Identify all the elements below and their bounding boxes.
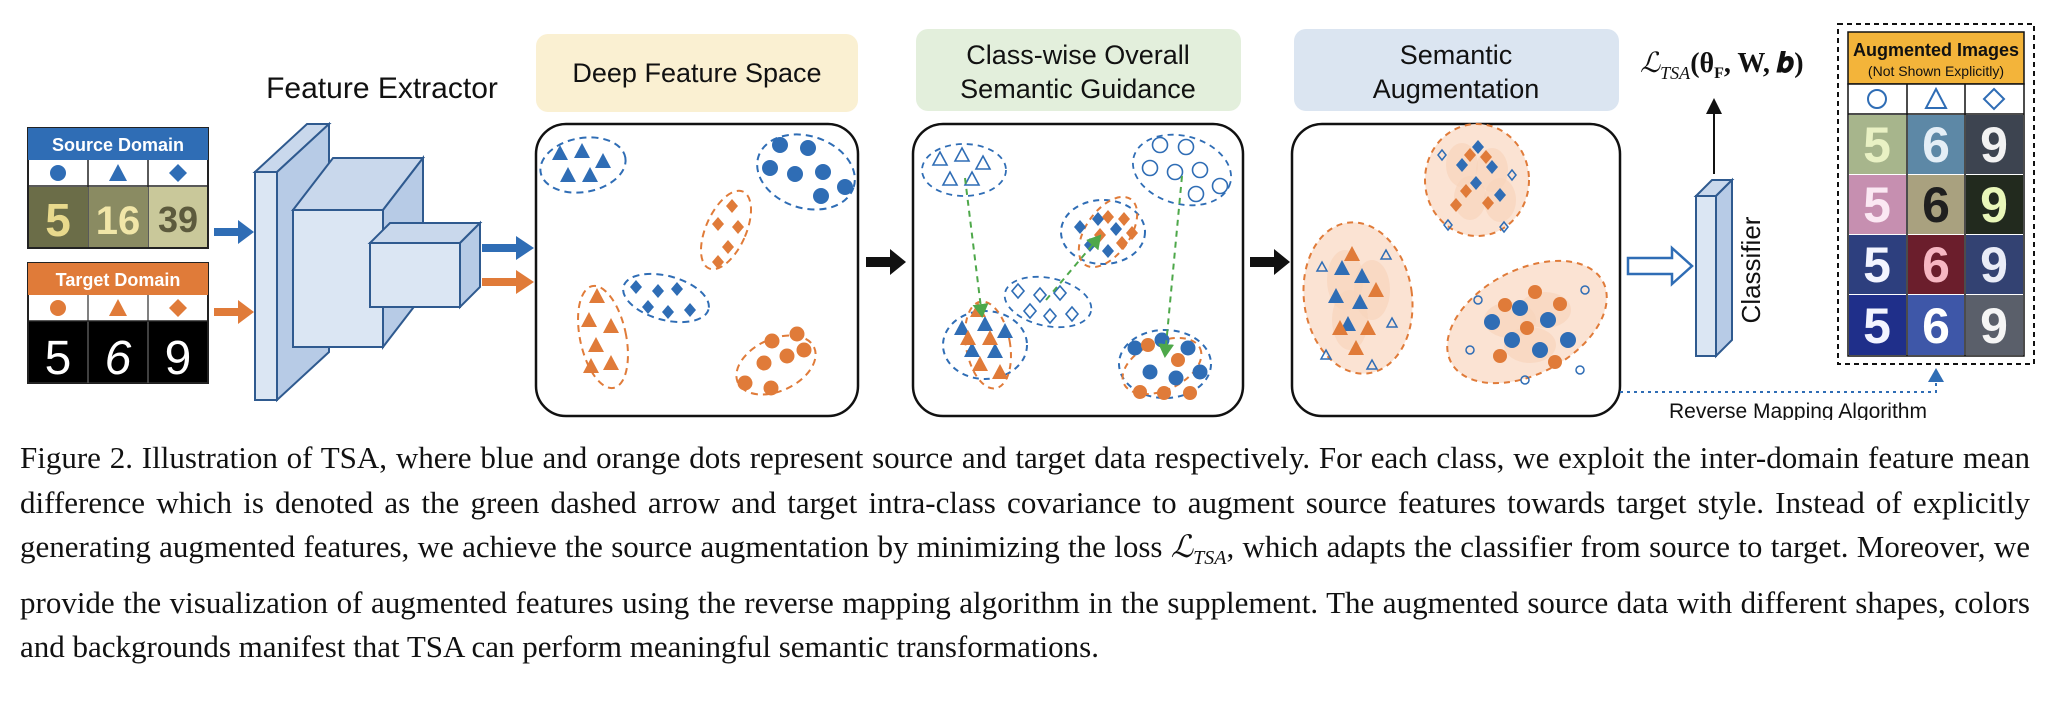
augmented-image-digit: 5 (1863, 298, 1891, 354)
augmented-image-digit: 6 (1922, 298, 1950, 354)
target-domain-header (28, 263, 208, 295)
triangle-class-icon (1924, 86, 1948, 109)
augmented-image-digit: 6 (1922, 177, 1950, 233)
reverse-mapping-connector (1620, 368, 1944, 393)
diamond-class-icon (169, 164, 187, 182)
source-domain-title: Source Domain (52, 135, 184, 155)
panel-title-box (1294, 29, 1619, 111)
flow-arrow (1250, 249, 1290, 275)
target-digit-3: 9 (165, 332, 192, 385)
figure-caption: Figure 2. Illustration of TSA, where blu… (20, 436, 2030, 670)
semantic-augmentation-panel: Semantic Augmentation (1290, 29, 1622, 418)
target-input-arrow (214, 300, 254, 324)
source-domain-card: Source Domain 5 16 39 (27, 127, 209, 249)
source-digit-3: 39 (158, 199, 198, 240)
classifier: Classifier (1693, 177, 1766, 359)
tsa-figure: Source Domain 5 16 39 Target Domain 5 6 … (27, 23, 2035, 420)
augmented-image-digit: 9 (1980, 177, 2008, 233)
augmented-image-digit: 5 (1863, 117, 1891, 173)
diamond-class-icon (169, 299, 187, 317)
panel-title-line-1: Semantic (1400, 40, 1513, 70)
feature-extractor: Feature Extractor (252, 72, 498, 403)
target-domain-card: Target Domain 5 6 9 (27, 262, 209, 385)
caption-text-2: , which adapts the classifier from sourc… (20, 529, 2030, 665)
flow-arrow (866, 249, 906, 275)
circle-class-icon (50, 165, 66, 181)
target-digit-2: 6 (105, 332, 132, 385)
caption-loss-symbol: ℒTSA (1170, 529, 1227, 569)
mean-shift-arrow (964, 177, 989, 318)
panel-title-line-1: Class-wise Overall (966, 40, 1190, 70)
triangle-class-icon (109, 299, 127, 316)
source-digit-1: 5 (45, 194, 71, 246)
augmented-image-digit: 9 (1980, 237, 2008, 293)
target-digit-1: 5 (45, 332, 72, 385)
augmented-image-digit: 5 (1863, 177, 1891, 233)
target-feature-arrow (482, 270, 534, 294)
deep-feature-space-panel: Deep Feature Space (534, 34, 860, 418)
mean-shift-arrow (1045, 234, 1102, 301)
source-digit-2: 16 (96, 199, 141, 243)
augmented-image-digit: 6 (1922, 237, 1950, 293)
caption-loss-sub: TSA (1193, 547, 1227, 570)
target-domain-title: Target Domain (56, 270, 181, 290)
circle-class-icon (1867, 89, 1887, 109)
classifier-label: Classifier (1736, 216, 1766, 323)
loss-label: ℒTSA(θF, W, 𝒃) (1640, 46, 1804, 83)
reverse-mapping-label: Reverse Mapping Algorithm (1669, 400, 1927, 420)
augmented-subtitle: (Not Shown Explicitly) (1868, 63, 2004, 79)
circle-class-icon (50, 300, 66, 316)
augmented-images-panel: Augmented Images (Not Shown Explicitly) … (1837, 23, 2035, 365)
augmented-image-digit: 9 (1980, 117, 2008, 173)
source-input-arrow (214, 220, 254, 244)
augmented-header (1847, 31, 2025, 85)
panel-title-box (536, 34, 858, 112)
triangle-class-icon (109, 164, 127, 181)
augmented-image-digit: 6 (1922, 117, 1950, 173)
semantic-guidance-panel: Class-wise Overall Semantic Guidance (911, 29, 1245, 418)
source-feature-arrow (482, 236, 534, 260)
augmented-title: Augmented Images (1853, 40, 2019, 60)
caption-text-1: Figure 2. Illustration of TSA, where blu… (20, 440, 2030, 564)
source-domain-header (28, 128, 208, 160)
augmented-image-digit: 9 (1980, 298, 2008, 354)
panel-title-line-2: Semantic Guidance (960, 74, 1196, 104)
panel-title-line-2: Augmentation (1373, 74, 1540, 104)
panel-title-box (916, 29, 1241, 111)
feature-extractor-label: Feature Extractor (266, 72, 498, 105)
caption-loss-base: ℒ (1170, 529, 1194, 564)
classifier-input-arrow (1626, 245, 1694, 287)
mean-shift-arrow (1158, 175, 1183, 358)
diamond-class-icon (1982, 87, 2006, 111)
panel-title: Deep Feature Space (572, 58, 821, 88)
augmented-image-digit: 5 (1863, 237, 1891, 293)
